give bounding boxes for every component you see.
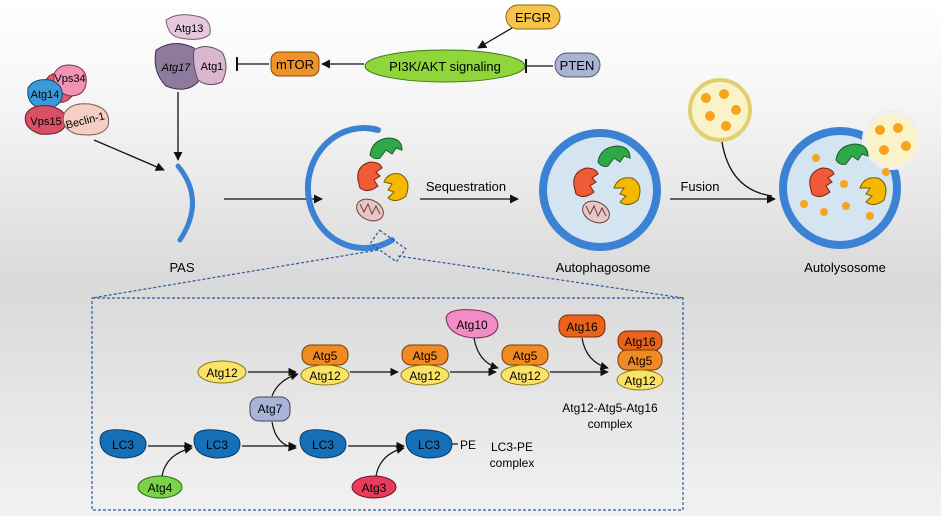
svg-text:Atg7: Atg7 (258, 402, 283, 416)
arrow-efgr-pi3k (477, 27, 513, 49)
arrow-vps34-pas (93, 139, 165, 171)
complex1-label-line2: complex (588, 417, 633, 431)
svg-text:Atg5: Atg5 (313, 349, 338, 363)
autophagosome-label: Autophagosome (556, 260, 651, 275)
atg1-label: Atg1 (201, 61, 224, 73)
svg-text:Atg12: Atg12 (409, 369, 441, 383)
yellow-organelle (383, 173, 409, 202)
svg-text:Atg12: Atg12 (509, 369, 541, 383)
lc3-atg7-bound: LC3 (299, 429, 347, 459)
svg-text:Atg3: Atg3 (362, 481, 387, 495)
complex2-label-line2: complex (490, 456, 535, 470)
pi3k-label: PI3K/AKT signaling (389, 59, 501, 74)
atg5-atg12-step2: Atg5 Atg12 (400, 344, 450, 386)
pi3k-akt-node: PI3K/AKT signaling (364, 49, 526, 83)
complex1-label-line1: Atg12-Atg5-Atg16 (562, 401, 658, 415)
atg12-free: Atg12 (197, 360, 247, 384)
svg-text:LC3: LC3 (312, 438, 334, 452)
svg-text:LC3: LC3 (418, 438, 440, 452)
pas-membrane (175, 163, 195, 243)
svg-text:Atg16: Atg16 (566, 320, 598, 334)
arrow-lysosome-fusion (721, 141, 773, 197)
zoom-line-left (91, 249, 379, 299)
fused-lysosome (862, 110, 922, 170)
atg14-label: Atg14 (31, 89, 60, 101)
svg-text:Atg5: Atg5 (413, 349, 438, 363)
svg-text:Atg5: Atg5 (513, 349, 538, 363)
svg-text:Atg12: Atg12 (309, 369, 341, 383)
pten-label: PTEN (560, 58, 595, 73)
phagophore (304, 125, 409, 252)
svg-text:PE: PE (460, 438, 476, 452)
atg17-label: Atg17 (161, 62, 192, 74)
atg3-node: Atg3 (351, 475, 397, 499)
svg-text:Atg5: Atg5 (628, 354, 653, 368)
autolysosome (779, 110, 922, 249)
pas-label: PAS (169, 260, 194, 275)
svg-text:LC3: LC3 (112, 438, 134, 452)
pten-node: PTEN (554, 52, 601, 78)
efgr-node: EFGR (505, 4, 561, 30)
autophagosome-membrane (539, 129, 661, 251)
vps34-label: Vps34 (54, 73, 85, 85)
autophagosome (539, 129, 661, 251)
atg13-label: Atg13 (175, 23, 204, 35)
atg4-node: Atg4 (137, 475, 183, 499)
green-organelle (369, 137, 403, 160)
red-organelle (357, 161, 383, 192)
vps34-complex: Vps34 Atg14 Vps15 Beclin-1 (24, 64, 110, 136)
atg7-node: Atg7 (249, 396, 291, 422)
autolysosome-label: Autolysosome (804, 260, 886, 275)
mtor-label: mTOR (276, 57, 314, 72)
vps15-label: Vps15 (30, 116, 61, 128)
detail-panel (91, 297, 684, 511)
atg5-atg12-step1: Atg5 Atg12 (300, 344, 350, 386)
atg10-node: Atg10 (445, 309, 499, 339)
sequestration-label: Sequestration (426, 179, 506, 194)
atg5-atg12-step3: Atg5 Atg12 (500, 344, 550, 386)
phagophore-membrane (304, 125, 395, 252)
mitochondrion (356, 198, 384, 222)
complex2-label-line1: LC3-PE (491, 440, 533, 454)
svg-text:Atg12: Atg12 (624, 374, 656, 388)
atg1-complex: Atg13 Atg17 Atg1 (154, 14, 227, 90)
svg-text:Atg10: Atg10 (456, 318, 488, 332)
fusion-label: Fusion (680, 179, 719, 194)
lysosome (688, 78, 752, 142)
svg-text:Atg4: Atg4 (148, 481, 173, 495)
svg-text:LC3: LC3 (206, 438, 228, 452)
lc3-cleaved: LC3 (193, 429, 241, 459)
mtor-node: mTOR (270, 51, 320, 77)
atg12-atg5-atg16-complex: Atg16 Atg5 Atg12 (616, 330, 664, 391)
svg-text:Atg12: Atg12 (206, 366, 238, 380)
lc3-free: LC3 (99, 429, 147, 459)
atg16-free: Atg16 (558, 314, 606, 338)
efgr-label: EFGR (515, 10, 551, 25)
svg-text:Atg16: Atg16 (624, 335, 656, 349)
lc3-pe: LC3 PE (405, 429, 476, 459)
zoom-line-right (397, 255, 684, 299)
